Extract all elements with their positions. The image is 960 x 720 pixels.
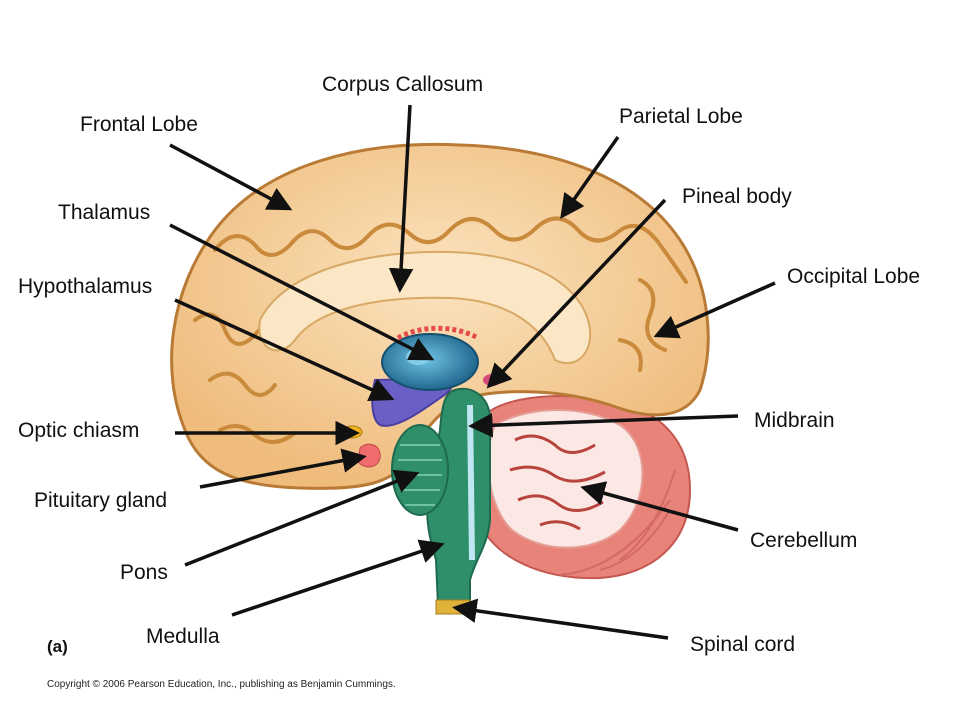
label-pituitary-gland: Pituitary gland <box>34 489 168 512</box>
copyright-notice: Copyright © 2006 Pearson Education, Inc.… <box>47 679 396 690</box>
label-optic-chiasm: Optic chiasm <box>18 419 140 442</box>
arrow-spinal-cord <box>452 598 669 640</box>
panel-label: (a) <box>47 637 68 656</box>
arrow-pituitary-gland <box>199 448 367 489</box>
arrow-thalamus <box>169 223 435 361</box>
arrow-pineal-body <box>486 198 667 389</box>
label-midbrain: Midbrain <box>754 409 835 432</box>
leader-arrows <box>169 104 776 640</box>
arrow-corpus-callosum <box>388 104 414 293</box>
label-occipital-lobe: Occipital Lobe <box>787 265 921 288</box>
arrow-hypothalamus <box>174 298 395 402</box>
arrow-cerebellum <box>580 481 739 532</box>
arrow-parietal-lobe <box>560 135 620 220</box>
label-pons: Pons <box>120 561 168 584</box>
label-cerebellum: Cerebellum <box>750 529 858 552</box>
label-frontal-lobe: Frontal Lobe <box>80 113 198 136</box>
label-corpus-callosum: Corpus Callosum <box>322 73 484 96</box>
label-hypothalamus: Hypothalamus <box>18 275 153 298</box>
label-spinal-cord: Spinal cord <box>690 633 796 656</box>
label-parietal-lobe: Parietal Lobe <box>619 105 743 128</box>
label-medulla: Medulla <box>146 625 220 648</box>
arrow-frontal-lobe <box>169 143 293 211</box>
arrow-medulla <box>231 539 445 617</box>
arrow-occipital-lobe <box>653 281 776 339</box>
arrow-pons <box>184 469 420 567</box>
label-pineal-body: Pineal body <box>682 185 792 208</box>
arrow-midbrain <box>468 413 739 438</box>
cerebrum-shape <box>170 142 710 490</box>
label-thalamus: Thalamus <box>58 201 151 224</box>
